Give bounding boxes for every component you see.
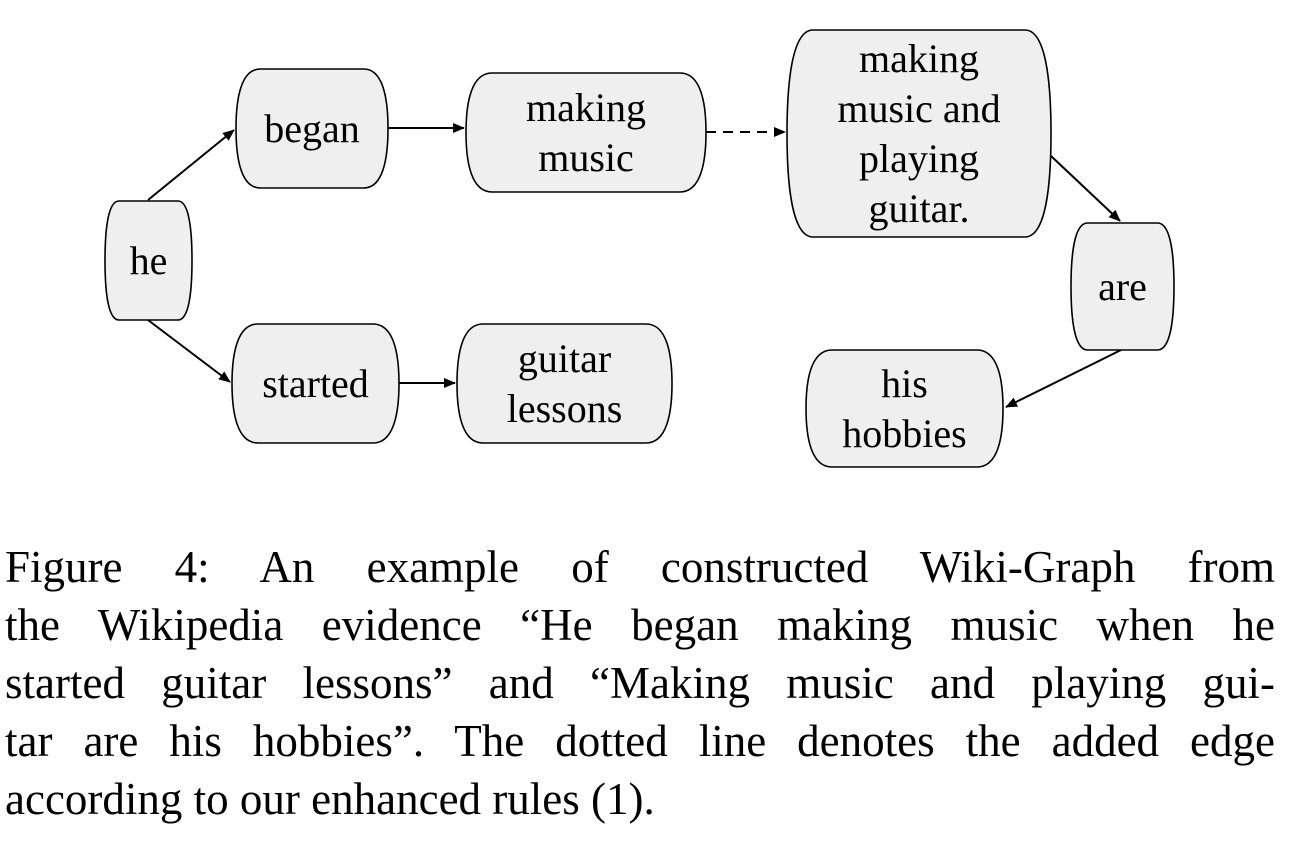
node-making-music: making music — [465, 72, 707, 193]
caption-line: according to our enhanced rules (1). — [5, 774, 655, 824]
node-label: his — [881, 361, 928, 406]
node-label: music — [538, 135, 634, 180]
node-shape — [235, 68, 389, 189]
node-he: he — [104, 200, 193, 321]
edge-are-to-his-hobbies — [1005, 349, 1122, 408]
node-shape — [1070, 222, 1175, 351]
edge-he-to-started — [147, 319, 231, 383]
node-are: are — [1070, 222, 1175, 351]
figure-caption: Figure 4: An example of constructed Wiki… — [5, 538, 1275, 828]
node-label: lessons — [507, 386, 623, 431]
caption-line: the Wikipedia evidence “He began making … — [5, 600, 1275, 650]
wiki-graph-diagram: he began making music making music and playing… — [104, 29, 1175, 468]
node-shape — [104, 200, 193, 321]
node-label: making — [526, 85, 646, 130]
node-label: playing — [859, 136, 979, 181]
node-guitar-lessons: guitar lessons — [456, 323, 673, 444]
node-shape — [805, 349, 1004, 468]
edges-layer — [147, 123, 1122, 408]
nodes-layer: he began making music making music and playing… — [104, 29, 1175, 468]
node-label: guitar. — [868, 186, 969, 231]
caption-line: Figure 4: An example of constructed Wiki… — [5, 542, 1275, 592]
node-making-music-playing-guitar: making music and playing guitar. — [786, 29, 1052, 238]
caption-line: tar are his hobbies”. The dotted line de… — [5, 716, 1275, 766]
edge-making-music-playing-guitar-to-are — [1050, 155, 1121, 222]
node-label: guitar — [518, 336, 611, 381]
node-shape — [456, 323, 673, 444]
node-shape — [786, 29, 1052, 238]
caption-line: started guitar lessons” and “Making musi… — [5, 658, 1275, 708]
node-began: began — [235, 68, 389, 189]
node-label: making — [859, 36, 979, 81]
node-shape — [231, 323, 400, 444]
node-label: began — [264, 106, 360, 151]
node-his-hobbies: his hobbies — [805, 349, 1004, 468]
node-label: he — [130, 238, 168, 283]
node-started: started — [231, 323, 400, 444]
node-label: hobbies — [842, 411, 966, 456]
edge-he-to-began — [147, 129, 235, 201]
node-label: music and — [837, 86, 1000, 131]
node-label: started — [262, 361, 369, 406]
node-shape — [465, 72, 707, 193]
node-label: are — [1098, 264, 1147, 309]
